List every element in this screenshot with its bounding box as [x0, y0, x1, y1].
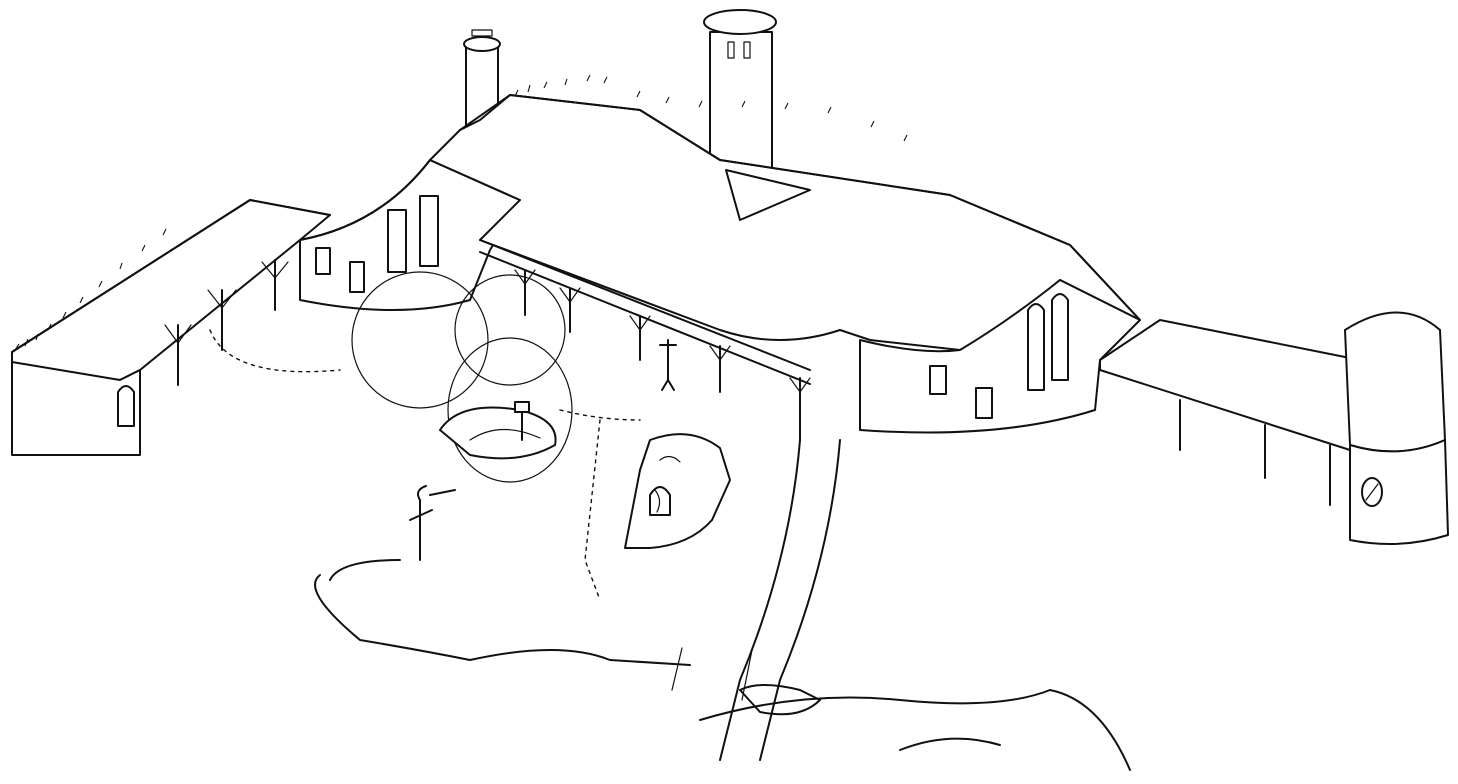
left-colonnade-posts: [164, 259, 289, 386]
courtyard-figures: [409, 339, 677, 561]
right-gatehouse: [1344, 311, 1449, 545]
left-gatehouse: [11, 361, 141, 456]
main-colonnade: [479, 239, 811, 441]
courtyard-paths: [209, 329, 841, 761]
right-pavilion: [859, 279, 1141, 434]
fountain: [439, 401, 557, 460]
lawn-edge: [314, 559, 1131, 771]
right-wing-roof: [1099, 319, 1361, 506]
foreground-bank: [671, 647, 821, 716]
left-wing-roof: [11, 199, 331, 381]
pond: [624, 433, 731, 549]
left-pavilion: [299, 159, 521, 311]
courtyard-trees: [351, 271, 573, 483]
